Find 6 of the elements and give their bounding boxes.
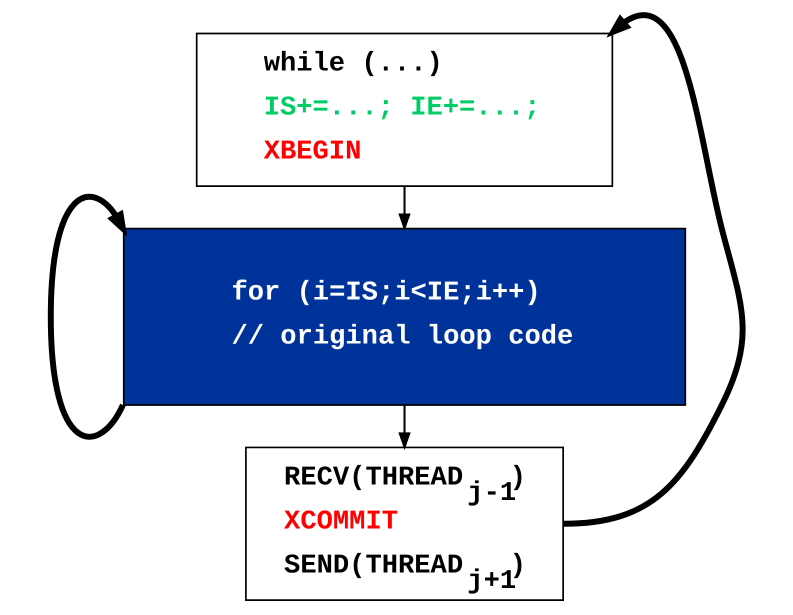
- arrow: [398, 186, 410, 232]
- node-box: while (...) IS+=...; IE+=...; XBEGIN: [195, 32, 613, 187]
- arrow: [398, 405, 410, 450]
- arrow: [563, 12, 746, 527]
- node-box: for (i=IS;i<IE;i++) // original loop code: [122, 228, 686, 406]
- arrow: [47, 194, 127, 440]
